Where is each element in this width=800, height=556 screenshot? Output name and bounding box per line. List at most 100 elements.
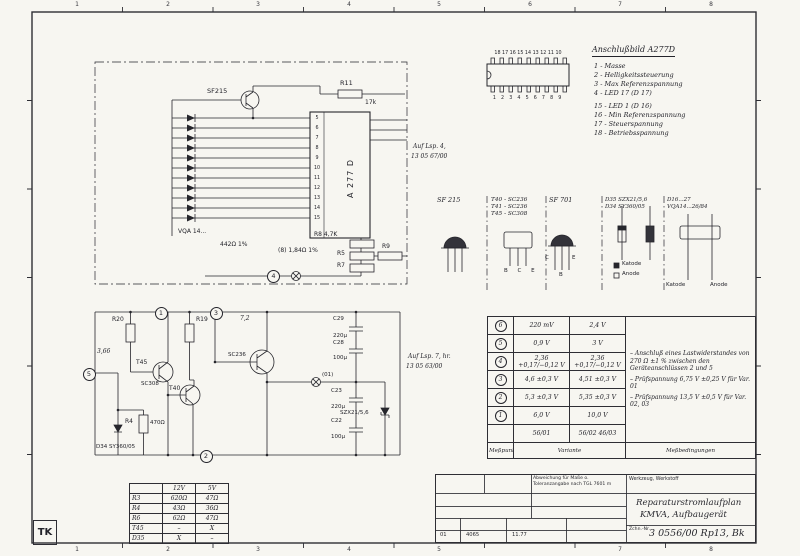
mp-number-1: 1	[487, 406, 514, 425]
tolerance-note: Abweichung für Maße o. Toleranzangabe na…	[533, 476, 612, 487]
ruler-top-4: 4	[347, 1, 351, 8]
header-cell: 12V	[162, 483, 196, 494]
part-value: 36Ω	[195, 503, 229, 514]
transistor-symbol-t45	[152, 312, 174, 455]
table-row: 6 220 mV 2,4 V – Anschluß eines Lastwide…	[487, 316, 756, 443]
terminal-label-e: E	[572, 255, 576, 261]
drawing-title-line1: Reparaturstromlaufplan	[636, 498, 742, 508]
diode-anode-label: Anode	[622, 271, 640, 277]
mp-value: 0,9 V	[513, 334, 570, 353]
part-value: 43Ω	[162, 503, 196, 514]
table-footer: Meßpunkt Variante Meßbedingungen	[487, 442, 756, 459]
sheet-code: TK	[37, 527, 53, 538]
condition-note: – Prüfspannung 13,5 V ±0,5 V für Var. 02…	[630, 393, 747, 409]
cross-reference-bottom-1: Auf Lsp. 7, hr.	[408, 353, 451, 360]
precision-resistor-b: (8) 1,84Ω 1%	[278, 247, 318, 254]
precision-resistor-a: 442Ω 1%	[220, 241, 248, 248]
ruler-top-3: 3	[256, 1, 260, 8]
ruler-top-7: 7	[618, 1, 622, 8]
title-block-line	[436, 493, 755, 494]
ruler-bottom-4: 4	[347, 546, 351, 553]
tap-label-01: (01)	[322, 372, 334, 378]
ruler-top-1: 1	[75, 1, 79, 8]
test-point-4: 4	[267, 270, 280, 283]
transistor-type-sc236: SC236	[228, 352, 246, 358]
part-value: 47Ω	[195, 493, 229, 504]
zener-diode-symbol-d35	[380, 382, 390, 455]
connector-cross-symbol	[291, 271, 301, 281]
capacitor-value-c22: 100µ	[331, 434, 345, 440]
ruler-bottom-1: 1	[75, 546, 79, 553]
component-title-leds: D16...27 VQA14...26/84	[667, 197, 708, 210]
ruler-top-5: 5	[437, 1, 441, 8]
mp-number-6: 6	[487, 316, 514, 335]
transistor-symbol-sc236	[214, 312, 275, 455]
capacitor-value-c28: 100µ	[333, 355, 347, 361]
resistor-label-r9: R9	[382, 243, 390, 250]
resistor-label-r8: R8 4,7K	[314, 231, 338, 238]
pinout-title: Anschlußbild A277D	[592, 45, 676, 57]
led-package	[679, 214, 721, 280]
component-title-diodes: D35 SZX21/5,6 D34 SY360/05	[605, 197, 648, 210]
diode-label-d35: SZX21/5,6	[340, 410, 369, 416]
resistor-label-r20: R20	[112, 316, 124, 323]
circled-number: 6	[494, 319, 507, 332]
part-name: R4	[129, 503, 163, 514]
sheet-frame	[27, 7, 761, 548]
dip-pin-numbers-bottom: 1 2 3 4 5 6 7 8 9	[492, 96, 564, 101]
tool-material-label: Werkzeug, Werkstoff	[629, 477, 679, 482]
table-row: D35 X –	[129, 533, 229, 544]
mp-value: 2,4 V	[569, 316, 626, 335]
pinout-legend-17: 17 - Steuerspannung	[594, 120, 663, 128]
diode-symbol-d34	[95, 372, 144, 455]
resistor-label-r19: R19	[196, 316, 208, 323]
drawing-number: 3 0556/00 Rp13, Bk	[649, 528, 745, 539]
cross-reference-bottom-2: 13 05 63/00	[406, 363, 443, 370]
terminal-label-b: B	[559, 272, 563, 278]
resistor-label-r5: R5	[337, 250, 345, 257]
part-value: X	[162, 533, 196, 544]
condition-note: – Anschluß eines Lastwiderstandes von 27…	[630, 350, 750, 373]
resistor-label-r7: R7	[337, 262, 345, 269]
component-title-sf701: SF 701	[549, 196, 573, 204]
title-block-line	[531, 475, 532, 518]
title-block-line	[506, 518, 507, 542]
table-row-variants: 56/01 56/02 46/03	[487, 424, 756, 443]
pinout-legend-18: 18 - Betriebsspannung	[594, 129, 669, 137]
title-block-line	[436, 530, 626, 531]
mp-value: 5,35 ±0,3 V	[569, 388, 626, 407]
ruler-top-8: 8	[709, 1, 713, 8]
title-block-line	[460, 518, 461, 542]
junction-dots	[116, 310, 387, 457]
diode-katode-label: Katode	[622, 261, 642, 267]
mp-value: 3 V	[569, 334, 626, 353]
part-value: X	[195, 523, 229, 534]
sheet-code-box: TK	[33, 520, 57, 545]
capacitor-value-c23: 220µ	[331, 404, 345, 410]
drawing-title-line2: KMVA, Aufbaugerät	[640, 510, 727, 520]
test-point-2: 2	[199, 449, 213, 463]
variant-parts-table: 12V 5V R3 620Ω 47Ω R4 43Ω 36Ω R6 62Ω 47Ω…	[129, 483, 229, 544]
table-row: 3 4,6 ±0,3 V 4,51 ±0,3 V	[487, 370, 756, 389]
pinout-legend-2: 2 - Helligkeitssteuerung	[594, 71, 674, 79]
led-driver-schematic	[94, 61, 408, 285]
header-cell: 5V	[195, 483, 229, 494]
table-row: R6 62Ω 47Ω	[129, 513, 229, 524]
transistor-symbol-t40	[168, 384, 201, 455]
title-block-line	[484, 475, 485, 493]
amplifier-schematic	[93, 310, 401, 457]
condition-note: – Prüfspannung 6,75 V ±0,25 V für Var. 0…	[630, 375, 750, 391]
mp-value: 10,0 V	[569, 406, 626, 425]
ruler-bottom-5: 5	[437, 546, 441, 553]
resistor-value-r4: 470Ω	[150, 420, 165, 426]
pinout-legend-3: 3 - Max Referenzspannung	[594, 80, 683, 88]
part-name: T45	[129, 523, 163, 534]
part-value: –	[195, 533, 229, 544]
drawing-number-label: Zchn.-Nr.	[629, 527, 650, 532]
table-row: T45 – X	[129, 523, 229, 534]
transistor-label-t40: T40	[169, 385, 181, 392]
led-katode-label: Katode	[666, 282, 686, 288]
voltage-label-3-66: 3,66	[97, 348, 111, 355]
title-block-line	[436, 506, 626, 507]
